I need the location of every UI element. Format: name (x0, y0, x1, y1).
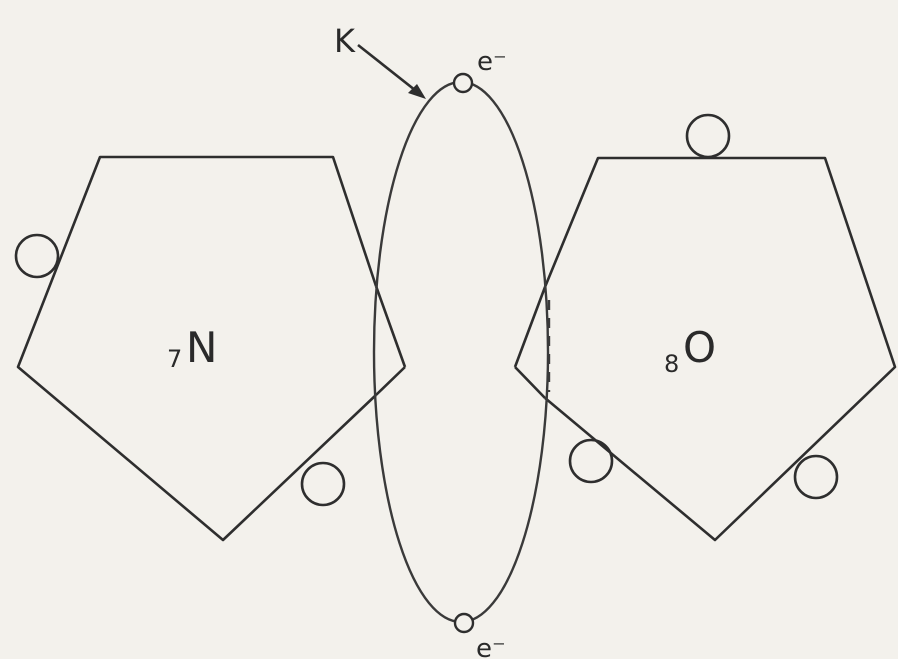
nitrogen-valence-electron (302, 463, 344, 505)
oxygen-atomic-number: 8 (664, 350, 679, 378)
oxygen-pentagon (545, 158, 895, 540)
oxygen-pentagon-inner-edge (515, 287, 545, 367)
k-label-callout: K (334, 22, 426, 99)
oxygen-pentagon-inner-edge-lower (515, 367, 545, 398)
arrow-shaft (358, 45, 420, 94)
nitrogen-atomic-number: 7 (167, 345, 182, 373)
shared-electron-top (454, 74, 472, 92)
orbit-label-k: K (334, 22, 356, 60)
electron-label-bottom: e⁻ (476, 634, 506, 659)
nitrogen-pentagon-inner-edge-lower (376, 367, 405, 395)
nitrogen-symbol: N (186, 323, 217, 372)
oxygen-valence-electron (687, 115, 729, 157)
oxygen-valence-electron (570, 440, 612, 482)
nitrogen-pentagon-inner-edge (376, 286, 405, 367)
nitrogen-atom: 7 N (16, 157, 405, 540)
oxygen-symbol: O (683, 323, 716, 372)
shared-electron-bottom (455, 614, 473, 632)
oxygen-atom: 8 O (515, 115, 895, 540)
nitrogen-valence-electron (16, 235, 58, 277)
oxygen-valence-electron (795, 456, 837, 498)
electron-label-top: e⁻ (477, 47, 507, 77)
